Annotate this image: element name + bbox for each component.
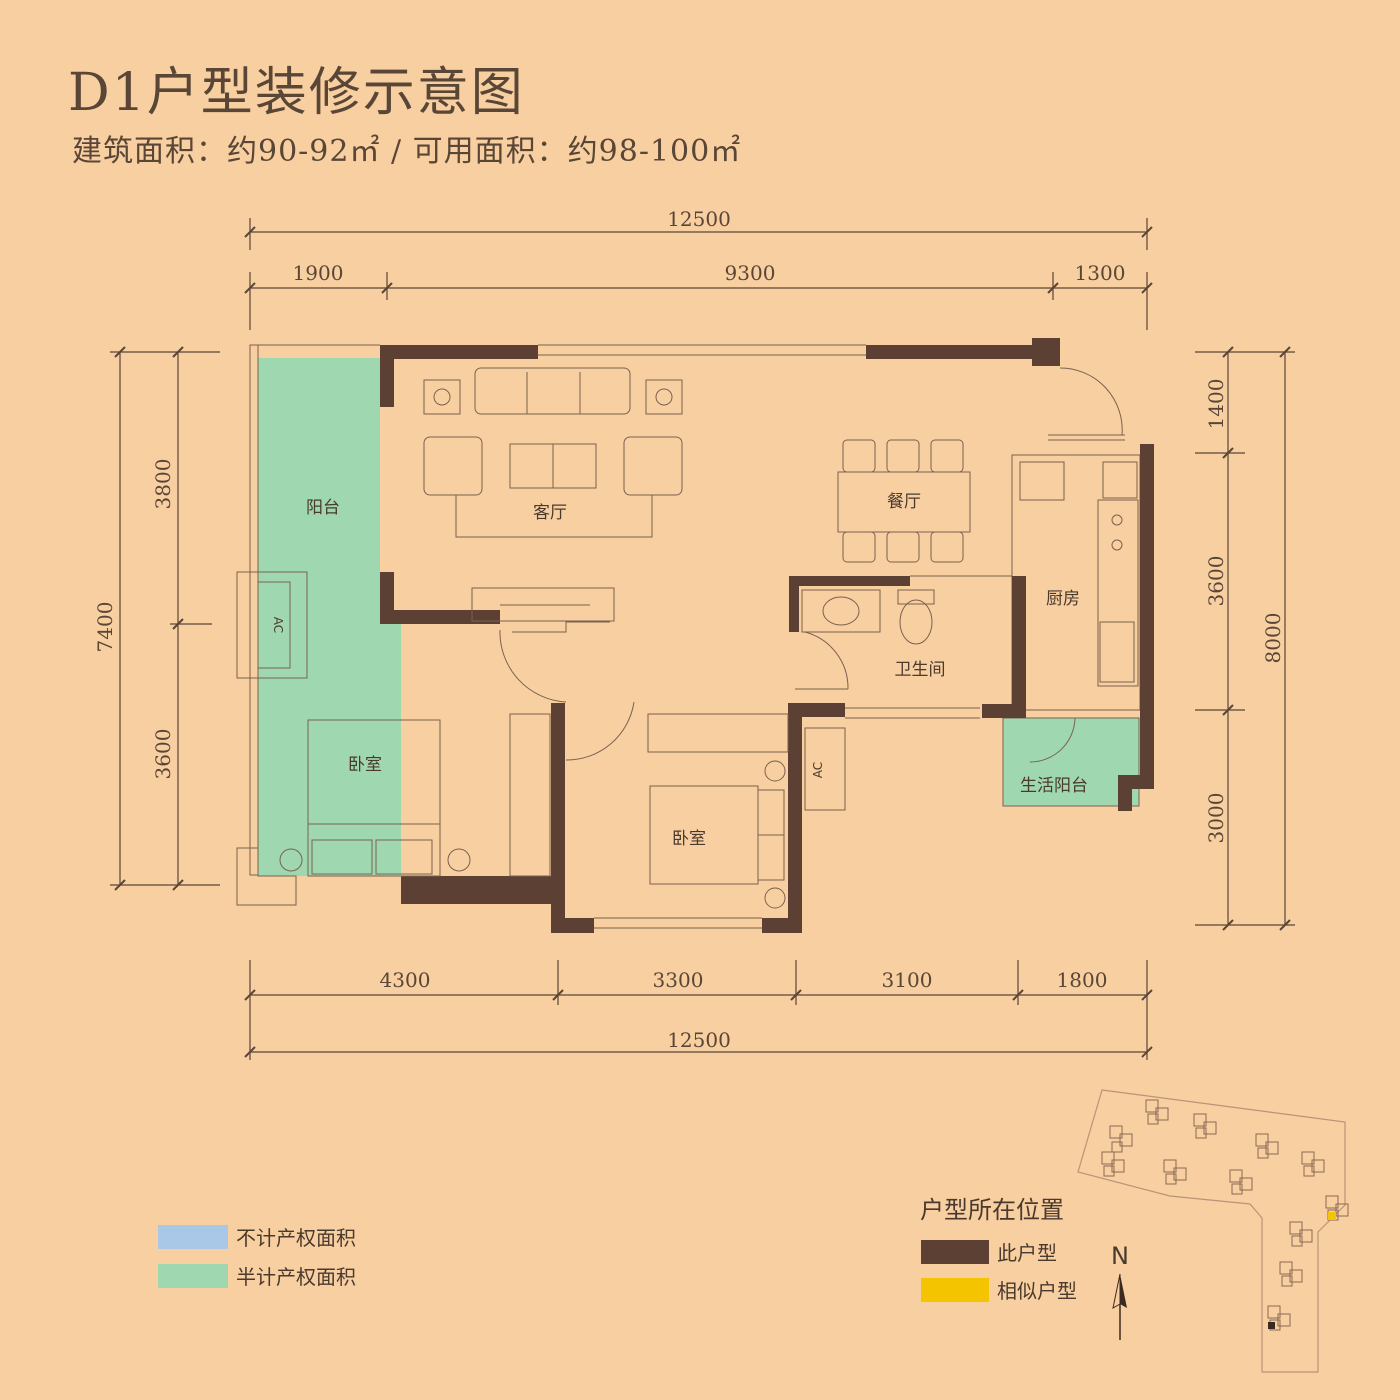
dim-right-seg-3: 3000 xyxy=(1204,793,1228,844)
plan-subtitle: 建筑面积：约90-92㎡ / 可用面积：约98-100㎡ xyxy=(72,134,742,169)
room-label-kitchen: 厨房 xyxy=(1046,589,1080,609)
location-title: 户型所在位置 xyxy=(920,1196,1064,1224)
site-building-7 xyxy=(1163,1159,1187,1185)
room-label-bedroom-2: 卧室 xyxy=(672,829,706,849)
site-building-11 xyxy=(1279,1261,1303,1287)
dim-right-seg-1: 1400 xyxy=(1204,379,1228,430)
north-label: N xyxy=(1111,1242,1129,1270)
dim-right-total: 8000 xyxy=(1261,613,1285,664)
dim-bottom-total: 12500 xyxy=(667,1028,731,1052)
site-building-4 xyxy=(1255,1133,1279,1159)
legend-swatch-half-counted xyxy=(158,1264,228,1288)
site-similar-unit-marker xyxy=(1328,1212,1336,1220)
legend-swatch-not-counted xyxy=(158,1225,228,1249)
dim-top-total: 12500 xyxy=(667,207,731,231)
dim-top-seg-3: 1300 xyxy=(1075,261,1126,285)
dim-bottom-seg-4: 1800 xyxy=(1057,968,1108,992)
dim-left-total: 7400 xyxy=(93,602,117,653)
dim-top-seg-2: 9300 xyxy=(725,261,776,285)
dim-right-seg-2: 3600 xyxy=(1204,556,1228,607)
dimension-lines xyxy=(110,218,1295,1060)
room-label-bathroom: 卫生间 xyxy=(895,660,946,680)
site-building-5 xyxy=(1301,1151,1325,1177)
half-counted-areas xyxy=(258,358,1139,876)
north-arrow-icon xyxy=(1112,1273,1127,1340)
room-label-balcony: 阳台 xyxy=(306,498,340,518)
ac-label-middle: AC xyxy=(811,762,825,778)
site-building-1 xyxy=(1145,1099,1169,1125)
dim-top-seg-1: 1900 xyxy=(293,261,344,285)
dim-left-seg-1: 3800 xyxy=(151,459,175,510)
site-building-3 xyxy=(1193,1113,1217,1139)
room-label-dining: 餐厅 xyxy=(887,492,921,512)
thick-walls xyxy=(380,338,1154,933)
legend-swatch-similar-unit xyxy=(921,1278,989,1302)
site-plan-map xyxy=(1077,1089,1349,1373)
door-swings xyxy=(499,367,1123,763)
ac-label-west: AC xyxy=(271,617,285,633)
site-this-unit-marker xyxy=(1268,1322,1275,1329)
site-building-8 xyxy=(1229,1169,1253,1195)
dimension-ticks xyxy=(114,226,1291,1058)
legend-label-not-counted: 不计产权面积 xyxy=(236,1226,356,1250)
site-building-10 xyxy=(1289,1221,1313,1247)
legend-label-similar-unit: 相似户型 xyxy=(997,1279,1077,1303)
site-building-2 xyxy=(1109,1125,1133,1153)
dim-bottom-seg-1: 4300 xyxy=(380,968,431,992)
room-label-utility-balcony: 生活阳台 xyxy=(1020,776,1088,796)
site-building-6 xyxy=(1101,1151,1125,1177)
furniture xyxy=(279,367,1139,909)
legend-label-half-counted: 半计产权面积 xyxy=(236,1265,356,1289)
room-label-living: 客厅 xyxy=(533,503,567,523)
dim-left-seg-2: 3600 xyxy=(151,729,175,780)
room-label-bedroom-1: 卧室 xyxy=(348,755,382,775)
dim-bottom-seg-2: 3300 xyxy=(653,968,704,992)
plan-title: D1户型装修示意图 xyxy=(68,63,525,123)
legend-swatch-this-unit xyxy=(921,1240,989,1264)
dim-bottom-seg-3: 3100 xyxy=(882,968,933,992)
legend-label-this-unit: 此户型 xyxy=(997,1241,1057,1265)
